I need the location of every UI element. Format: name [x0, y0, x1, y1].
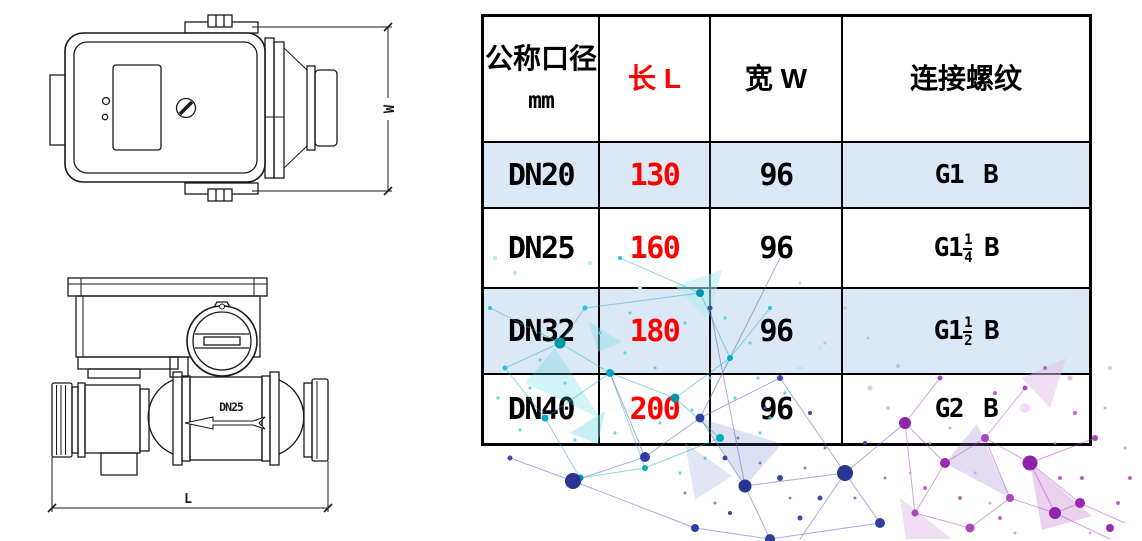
register-box	[67, 277, 268, 379]
dimension-lines-w	[252, 22, 393, 196]
cell-length-0: 130	[600, 143, 711, 209]
screw-icon	[175, 97, 197, 119]
cell-width-0: 96	[711, 143, 843, 209]
meter-top-view-drawing: W	[49, 14, 398, 202]
header-diameter: 公称口径 mm	[484, 17, 600, 143]
led-indicator	[101, 96, 111, 106]
led-indicator	[101, 113, 109, 121]
counter-dial	[186, 301, 258, 377]
dim-label-w: W	[382, 104, 398, 113]
meter-body	[64, 32, 266, 183]
header-length: 长 L	[600, 17, 711, 143]
flow-label-dn25: DN25	[219, 400, 244, 414]
cell-length-2: 180	[600, 289, 711, 375]
header-diameter-title: 公称口径	[484, 43, 597, 75]
header-diameter-unit: mm	[528, 88, 555, 114]
cell-dn-1: DN25	[484, 209, 600, 289]
pipe-assembly	[51, 371, 329, 476]
header-thread: 连接螺纹	[843, 17, 1089, 143]
flow-direction-arrow	[184, 416, 266, 430]
cell-width-1: 96	[711, 209, 843, 289]
cell-width-3: 96	[711, 375, 843, 443]
display-window	[112, 64, 162, 151]
meter-side-view-drawing: DN25 L	[47, 277, 333, 513]
header-width: 宽 W	[711, 17, 843, 143]
cell-dn-0: DN20	[484, 143, 600, 209]
cell-dn-2: DN32	[484, 289, 600, 375]
pipe-fitting	[264, 37, 338, 179]
cell-dn-3: DN40	[484, 375, 600, 443]
dim-label-l: L	[184, 492, 192, 507]
dimension-lines-l	[47, 457, 333, 513]
cell-length-3: 200	[600, 375, 711, 443]
cell-length-1: 160	[600, 209, 711, 289]
mounting-bracket-bottom	[184, 182, 259, 202]
cell-width-2: 96	[711, 289, 843, 375]
mounting-bracket-top	[184, 14, 259, 34]
